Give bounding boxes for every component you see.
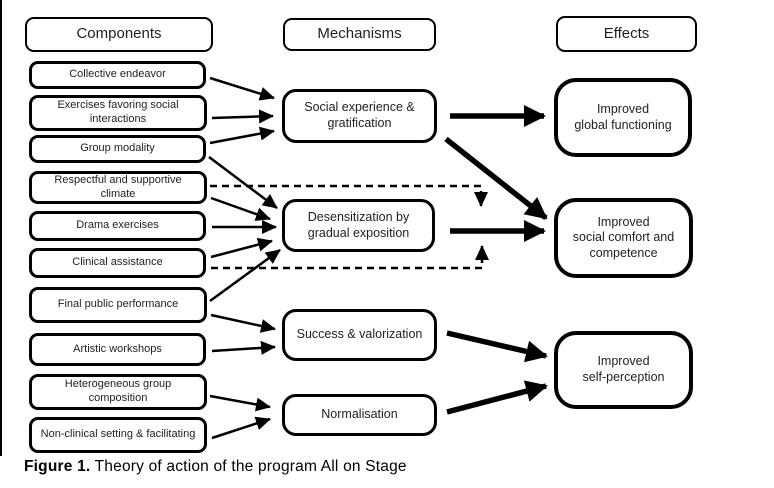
dashed-arrow-respectful-climate-moderator [210, 184, 488, 207]
mechanism-label: Desensitization by gradual exposition [307, 209, 410, 240]
mechanism-box-normalisation: Normalisation [282, 394, 437, 436]
mechanism-box-desensitization: Desensitization by gradual exposition [282, 199, 435, 252]
arrow-final-performance-to-success [210, 313, 276, 333]
effects-header: Effects [556, 16, 697, 52]
component-box-respectful-supportive-climate: Respectful and supportive climate [29, 171, 207, 204]
mechanism-label: Normalisation [321, 407, 398, 422]
effect-box-social-comfort-competence: Improved social comfort and competence [554, 198, 693, 278]
component-label: Artistic workshops [73, 342, 162, 355]
mechanisms-header: Mechanisms [283, 18, 436, 51]
component-label: Exercises favoring social interactions [57, 99, 179, 125]
component-box-heterogeneous-group: Heterogeneous group composition [29, 374, 207, 410]
mechanisms-header-label: Mechanisms [317, 25, 402, 43]
component-box-clinical-assistance: Clinical assistance [29, 248, 206, 278]
arrow-nonclinical-to-normalisation [211, 416, 271, 440]
arrow-final-performance-to-desensitization [209, 248, 281, 303]
components-header: Components [25, 17, 213, 52]
arrow-group-modality-to-social-experience [209, 126, 275, 145]
effect-box-self-perception: Improved self-perception [554, 331, 693, 409]
component-box-group-modality: Group modality [29, 135, 206, 163]
component-label: Drama exercises [76, 219, 159, 232]
arrow-clinical-assistance-to-desensitization [210, 237, 273, 259]
dashed-arrow-clinical-assistance-moderator [211, 245, 489, 270]
mechanism-label: Success & valorization [296, 327, 423, 342]
effect-label: Improved self-perception [582, 354, 665, 384]
arrow-success-to-self-perception [446, 330, 548, 363]
arrow-group-modality-to-desensitization [208, 156, 278, 209]
arrow-artistic-workshops-to-success [211, 340, 276, 355]
effect-label: Improved global functioning [574, 101, 672, 132]
effect-box-global-functioning: Improved global functioning [554, 78, 692, 157]
effect-label: Improved social comfort and competence [572, 214, 675, 260]
effects-header-label: Effects [603, 24, 650, 42]
arrow-respectful-climate-to-desensitization [210, 196, 271, 221]
arrow-heterogeneous-to-normalisation [209, 394, 271, 412]
component-label: Group modality [80, 142, 155, 155]
component-box-exercises-social-interactions: Exercises favoring social interactions [29, 95, 207, 131]
figure-caption: Figure 1. Theory of action of the progra… [24, 458, 407, 476]
component-label: Clinical assistance [72, 256, 163, 269]
arrow-collective-to-social-experience [209, 76, 275, 101]
component-label: Heterogeneous group composition [64, 378, 172, 404]
arrow-social-experience-to-social-comfort [444, 136, 548, 221]
component-box-collective-endeavor: Collective endeavor [29, 61, 206, 89]
component-box-nonclinical-setting: Non-clinical setting & facilitating [29, 417, 207, 453]
component-box-drama-exercises: Drama exercises [29, 211, 206, 241]
component-box-artistic-workshops: Artistic workshops [29, 333, 206, 366]
arrow-normalisation-to-self-perception [446, 380, 548, 415]
components-header-label: Components [76, 25, 162, 43]
figure-caption-text: Theory of action of the program All on S… [90, 458, 407, 475]
component-label: Respectful and supportive climate [54, 173, 182, 200]
figure-caption-label: Figure 1. [24, 458, 91, 475]
left-border-rule [0, 0, 2, 456]
mechanism-box-social-experience: Social experience & gratification [282, 89, 437, 143]
component-label: Collective endeavor [69, 68, 166, 81]
component-box-final-public-performance: Final public performance [29, 287, 207, 323]
mechanism-label: Social experience & gratification [304, 100, 415, 130]
component-label: Non-clinical setting & facilitating [40, 428, 196, 441]
component-label: Final public performance [57, 298, 179, 311]
arrow-exercises-to-social-experience [211, 109, 274, 124]
mechanism-box-success-valorization: Success & valorization [282, 309, 437, 361]
